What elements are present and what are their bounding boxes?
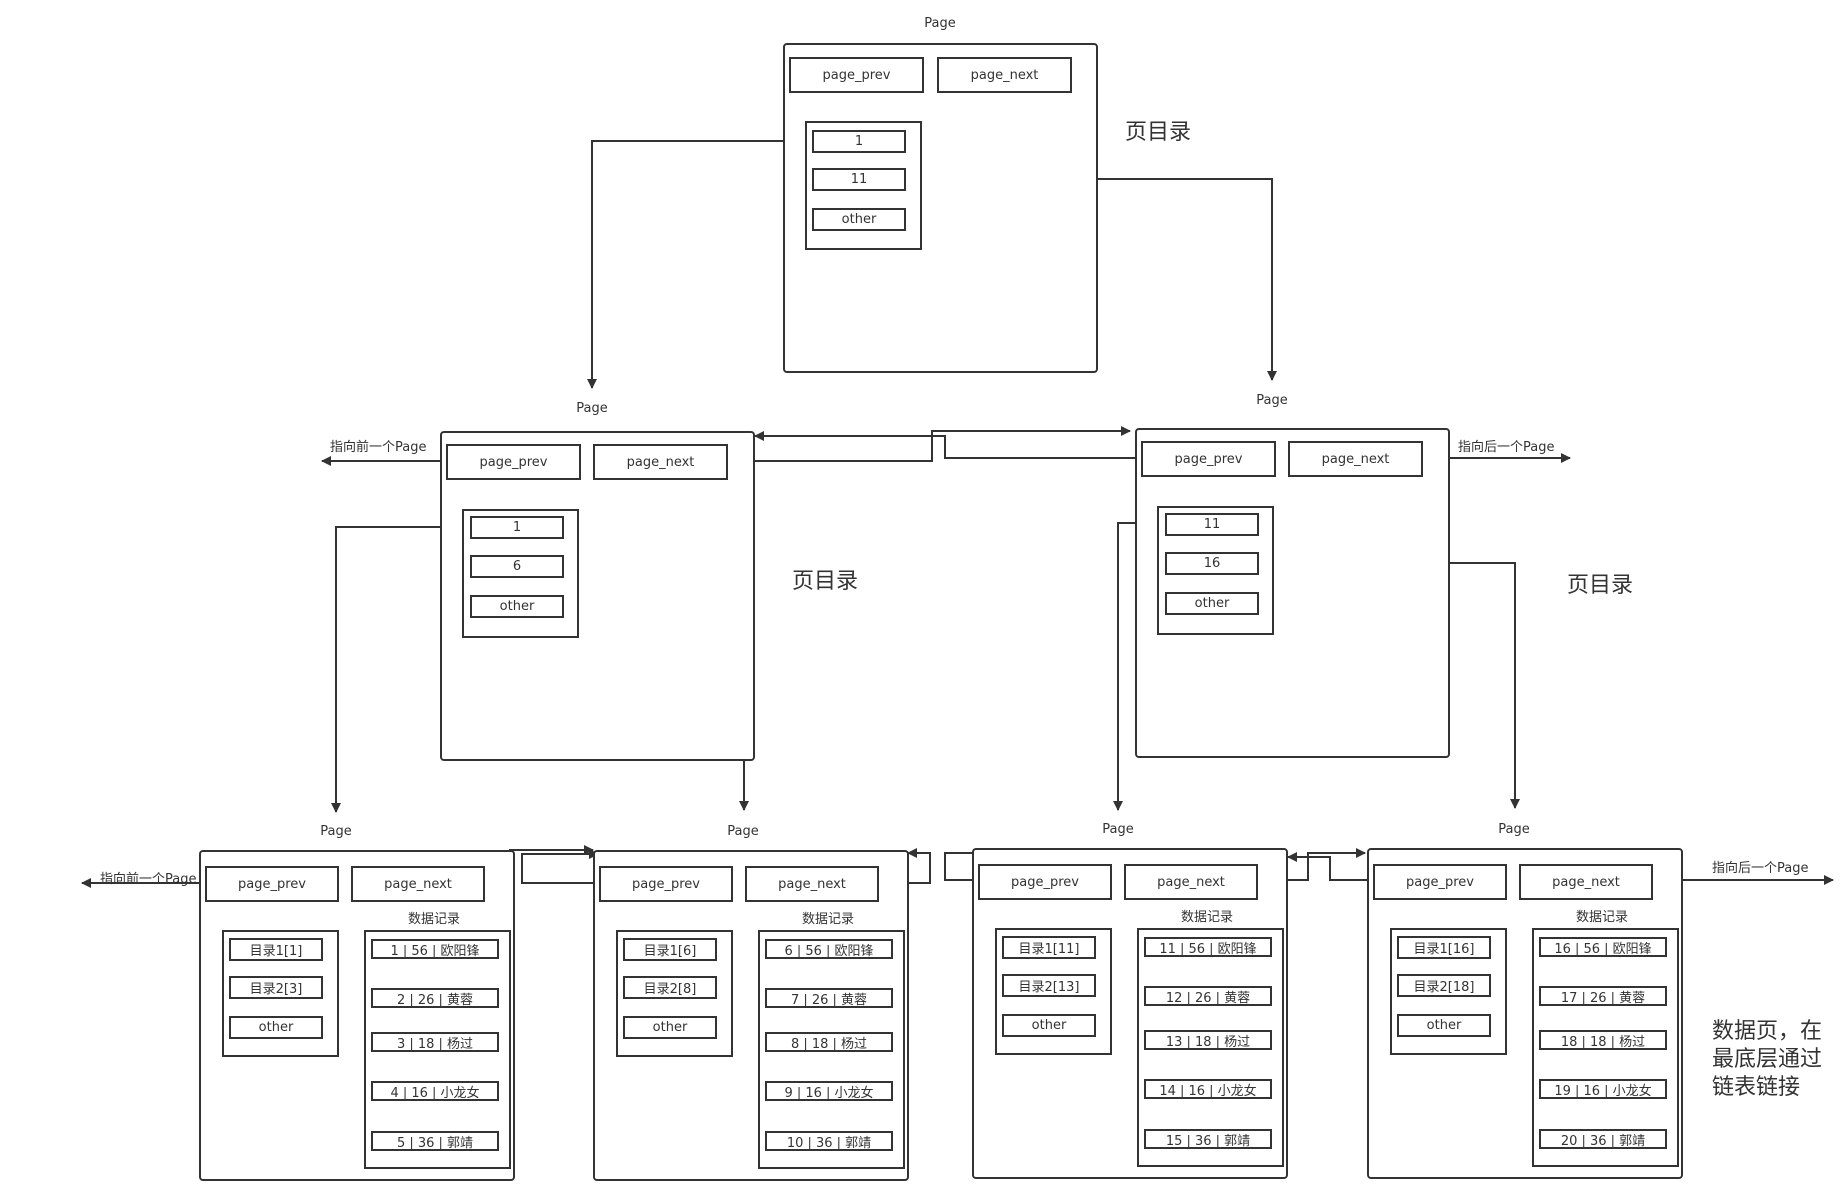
leaf-page-1-next: page_next xyxy=(351,866,485,902)
mid-page-1-next: page_next xyxy=(593,444,728,480)
mid-page-1-entry-1: 1 xyxy=(470,516,564,539)
leaf-page-4-records-title: 数据记录 xyxy=(1575,910,1628,925)
root-entry-1-arrow xyxy=(587,140,811,389)
leaf-page-3-dir-2: 目录2[13] xyxy=(1002,974,1096,997)
leaf-page-4-record-5: 20 | 36 | 郭靖 xyxy=(1539,1129,1667,1149)
leaf-page-3-dir-other: other xyxy=(1002,1014,1096,1037)
leaf-page-4-directory xyxy=(1390,928,1507,1055)
leaf-page-2-dir-1: 目录1[6] xyxy=(623,938,717,961)
leaf-page-3-record-3: 13 | 18 | 杨过 xyxy=(1144,1030,1272,1050)
leaf-page-2-label: Page xyxy=(727,824,759,839)
root-page-label: Page xyxy=(924,16,956,31)
leaf-page-3-next: page_next xyxy=(1124,864,1258,900)
mid-page-2-dir-title: 页目录 xyxy=(1567,573,1634,598)
leaf-page-3-record-2: 12 | 26 | 黄蓉 xyxy=(1144,986,1272,1006)
leaf-page-1-label: Page xyxy=(320,824,352,839)
leaf-page-1-record-1: 1 | 56 | 欧阳锋 xyxy=(371,939,499,959)
root-page-prev: page_prev xyxy=(789,57,924,93)
mid-page-1-dir-title: 页目录 xyxy=(792,569,859,594)
mid-page-1-entry-other: other xyxy=(470,595,564,618)
leaf-page-2-directory xyxy=(616,930,733,1057)
leaf-page-1-records-title: 数据记录 xyxy=(407,912,460,927)
leaf-page-3-record-1: 11 | 56 | 欧阳锋 xyxy=(1144,937,1272,957)
leaf-page-2-next: page_next xyxy=(745,866,879,902)
leaf-page-1-dir-other: other xyxy=(229,1016,323,1039)
root-page xyxy=(783,43,1098,373)
leaf-page-3-directory xyxy=(995,928,1112,1055)
leaf-page-1-dir-1: 目录1[1] xyxy=(229,938,323,961)
leaf-page-1-records xyxy=(364,930,511,1169)
leaf-page-2-records-title: 数据记录 xyxy=(801,912,854,927)
leaf-page-4-label: Page xyxy=(1498,822,1530,837)
leaf-page-3-prev: page_prev xyxy=(978,864,1112,900)
leaf-page-4-record-3: 18 | 18 | 杨过 xyxy=(1539,1030,1667,1050)
leaf-page-2-record-1: 6 | 56 | 欧阳锋 xyxy=(765,939,893,959)
leaf-prev-label: 指向前一个Page xyxy=(100,872,197,887)
mid-page-1-entry-2: 6 xyxy=(470,555,564,578)
leaf-page-4-dir-2: 目录2[18] xyxy=(1397,974,1491,997)
leaf-page-1-record-3: 3 | 18 | 杨过 xyxy=(371,1032,499,1052)
leaf-page-3-records xyxy=(1137,928,1284,1167)
leaf-page-3-record-4: 14 | 16 | 小龙女 xyxy=(1144,1079,1272,1099)
leaf-page-2-records xyxy=(758,930,905,1169)
mid-left-entry-1-arrow xyxy=(331,526,470,813)
leaf-page-4 xyxy=(1367,848,1683,1179)
leaf-page-3-dir-1: 目录1[11] xyxy=(1002,936,1096,959)
leaf-page-4-dir-other: other xyxy=(1397,1014,1491,1037)
mid-page-2-entry-other: other xyxy=(1165,592,1259,615)
leaf-page-2-dir-2: 目录2[8] xyxy=(623,976,717,999)
root-dir-entry-other: other xyxy=(812,208,906,231)
mid-left-next-link xyxy=(730,426,1131,462)
leaf-page-2 xyxy=(593,850,909,1181)
mid-page-2-entry-1: 11 xyxy=(1165,513,1259,536)
leaf-page-1-record-5: 5 | 36 | 郭靖 xyxy=(371,1131,499,1151)
leaf-page-1-dir-2: 目录2[3] xyxy=(229,976,323,999)
root-dir-entry-1: 1 xyxy=(812,130,906,153)
mid-page-1-prev: page_prev xyxy=(446,444,581,480)
leaf-page-3-record-5: 15 | 36 | 郭靖 xyxy=(1144,1129,1272,1149)
mid-page-1-directory xyxy=(462,509,579,638)
leaf4-prev-link xyxy=(1287,852,1373,881)
leaf-page-2-record-4: 9 | 16 | 小龙女 xyxy=(765,1081,893,1101)
leaf-page-3 xyxy=(972,848,1288,1179)
leaf2-prev-link xyxy=(521,849,601,884)
leaf-page-2-dir-other: other xyxy=(623,1016,717,1039)
mid-page-1-label: Page xyxy=(576,401,608,416)
mid-page-2-directory xyxy=(1157,506,1274,635)
mid-page-2-prev: page_prev xyxy=(1141,441,1276,477)
leaf-page-3-label: Page xyxy=(1102,822,1134,837)
mid-page-2-label: Page xyxy=(1256,393,1288,408)
mid-right-prev-link xyxy=(754,431,1140,459)
leaf3-prev-link xyxy=(944,848,989,881)
leaf-page-1-record-4: 4 | 16 | 小龙女 xyxy=(371,1081,499,1101)
mid-page-2-next: page_next xyxy=(1288,441,1423,477)
leaf-page-1-prev: page_prev xyxy=(205,866,339,902)
leaf-page-4-record-4: 19 | 16 | 小龙女 xyxy=(1539,1079,1667,1099)
leaf-page-2-prev: page_prev xyxy=(599,866,733,902)
leaf-page-4-records xyxy=(1532,928,1679,1167)
leaf-page-1 xyxy=(199,850,515,1181)
leaf-page-4-next: page_next xyxy=(1519,864,1653,900)
mid-right-next-label: 指向后一个Page xyxy=(1458,440,1555,455)
leaf-page-1-directory xyxy=(222,930,339,1057)
mid-left-prev-label: 指向前一个Page xyxy=(330,440,427,455)
leaf-next-label: 指向后一个Page xyxy=(1712,861,1809,876)
leaf-page-1-record-2: 2 | 26 | 黄蓉 xyxy=(371,988,499,1008)
bottom-level-note: 数据页，在最底层通过链表链接 xyxy=(1712,1019,1823,1100)
leaf-page-4-dir-1: 目录1[16] xyxy=(1397,936,1491,959)
leaf-page-4-prev: page_prev xyxy=(1373,864,1507,900)
leaf-page-4-record-2: 17 | 26 | 黄蓉 xyxy=(1539,986,1667,1006)
mid-page-2-entry-2: 16 xyxy=(1165,552,1259,575)
root-page-directory xyxy=(805,121,922,250)
root-dir-entry-11: 11 xyxy=(812,168,906,191)
leaf-page-3-records-title: 数据记录 xyxy=(1180,910,1233,925)
root-dir-title: 页目录 xyxy=(1125,120,1192,145)
leaf-page-4-record-1: 16 | 56 | 欧阳锋 xyxy=(1539,937,1667,957)
leaf-page-2-record-3: 8 | 18 | 杨过 xyxy=(765,1032,893,1052)
leaf-page-2-record-5: 10 | 36 | 郭靖 xyxy=(765,1131,893,1151)
root-page-next: page_next xyxy=(937,57,1072,93)
leaf-page-2-record-2: 7 | 26 | 黄蓉 xyxy=(765,988,893,1008)
